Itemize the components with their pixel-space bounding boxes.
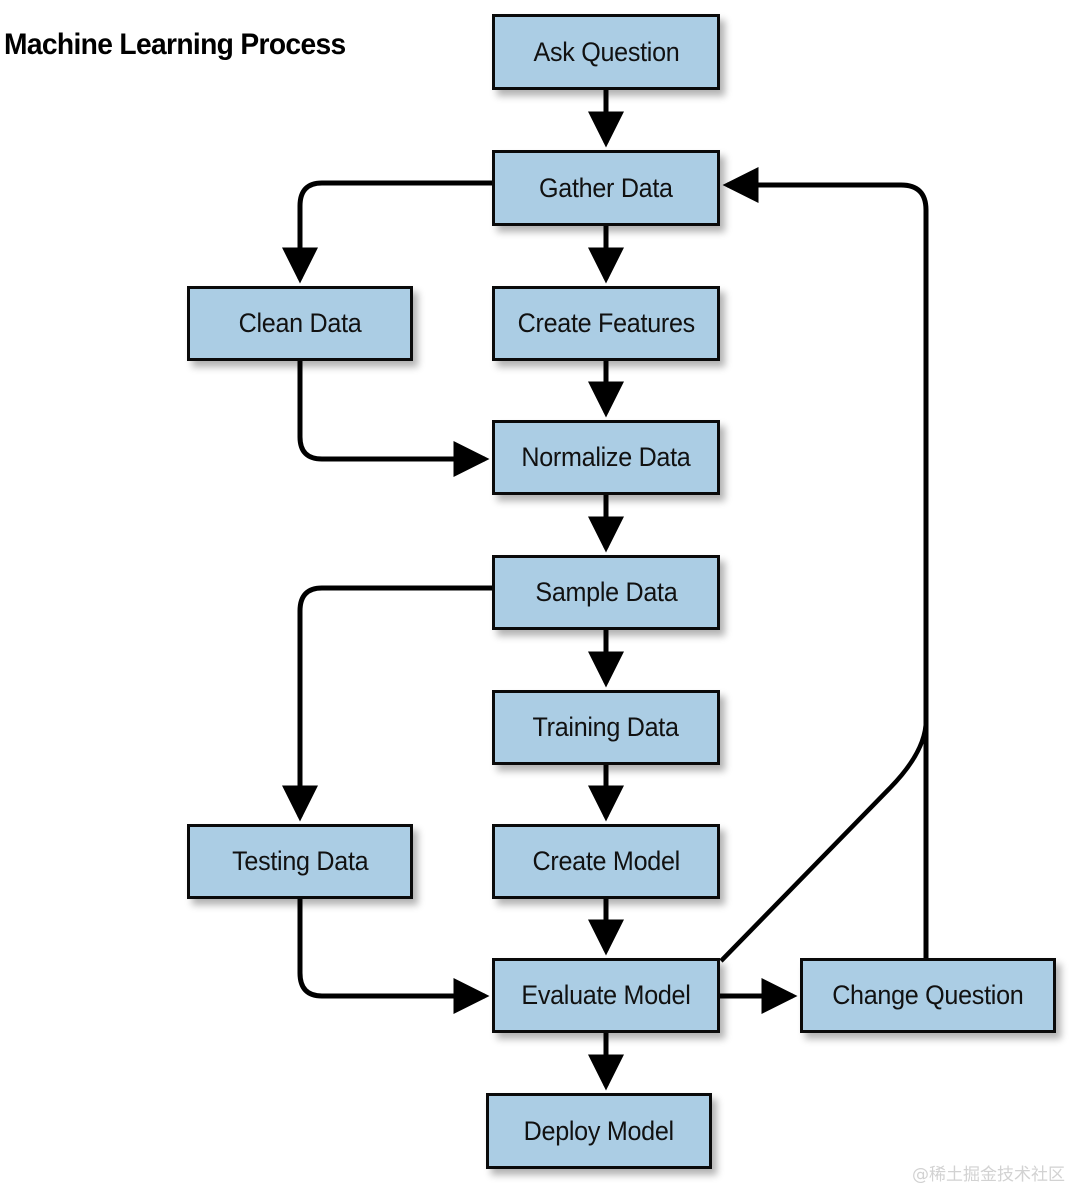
node-label: Deploy Model xyxy=(523,1115,675,1146)
node-change-question[interactable]: Change Question xyxy=(800,958,1056,1033)
node-label: Training Data xyxy=(532,712,680,742)
node-label: Change Question xyxy=(832,980,1024,1010)
node-evaluate-model[interactable]: Evaluate Model xyxy=(492,958,720,1033)
edge-change-question-to-gather-data xyxy=(722,167,929,958)
node-label: Testing Data xyxy=(231,846,369,876)
node-normalize-data[interactable]: Normalize Data xyxy=(492,420,720,495)
edge-testing-data-to-evaluate-model xyxy=(297,899,490,1014)
edge-evaluate-model-feedback-diagonal xyxy=(719,719,929,963)
edge-clean-data-to-normalize-data xyxy=(297,361,490,477)
watermark: @稀土掘金技术社区 xyxy=(912,1165,1065,1185)
node-training-data[interactable]: Training Data xyxy=(492,690,720,765)
node-label: Evaluate Model xyxy=(521,980,691,1010)
node-ask-question[interactable]: Ask Question xyxy=(492,14,720,90)
edge-gather-data-to-clean-data xyxy=(282,180,492,284)
node-label: Create Model xyxy=(532,846,680,876)
node-label: Normalize Data xyxy=(521,442,691,472)
node-deploy-model[interactable]: Deploy Model xyxy=(486,1093,712,1169)
node-testing-data[interactable]: Testing Data xyxy=(187,824,413,899)
node-label: Clean Data xyxy=(238,308,362,338)
edge-sample-data-to-testing-data xyxy=(282,585,492,822)
node-label: Create Features xyxy=(517,308,695,338)
node-sample-data[interactable]: Sample Data xyxy=(492,555,720,630)
node-label: Sample Data xyxy=(534,577,678,607)
node-create-model[interactable]: Create Model xyxy=(492,824,720,899)
node-create-features[interactable]: Create Features xyxy=(492,286,720,361)
node-label: Gather Data xyxy=(539,172,673,203)
node-label: Ask Question xyxy=(532,36,679,67)
node-gather-data[interactable]: Gather Data xyxy=(492,150,720,226)
page-title: Machine Learning Process xyxy=(4,28,346,61)
node-clean-data[interactable]: Clean Data xyxy=(187,286,413,361)
